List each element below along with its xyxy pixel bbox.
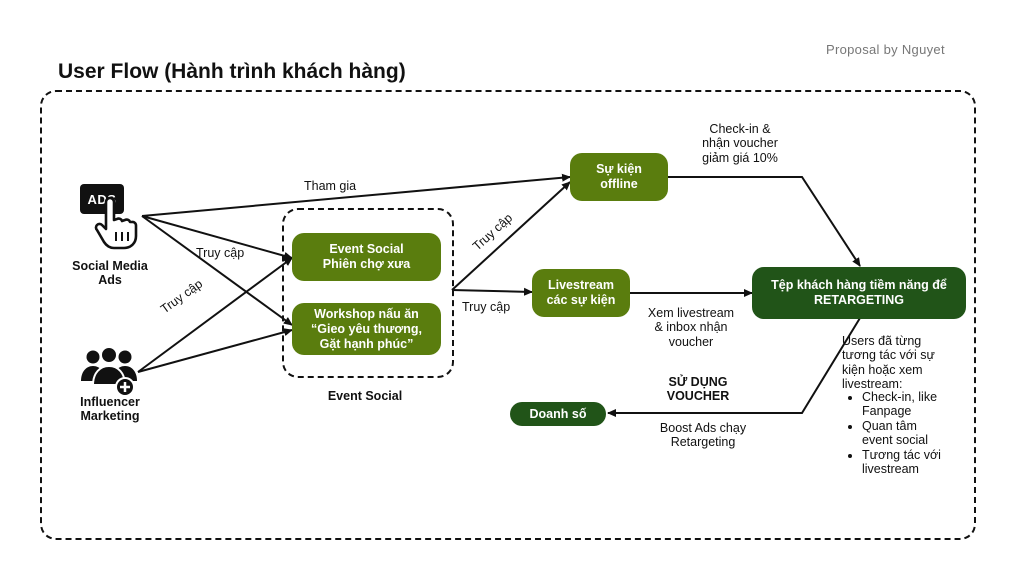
- people-add-icon: [81, 346, 137, 397]
- flow-frame: [40, 90, 976, 540]
- edge-retargeting-to-doanh-so: [607, 317, 861, 417]
- label-tham-gia: Tham gia: [304, 179, 357, 193]
- label-truy-cap-livestream: Truy cập: [462, 300, 511, 314]
- users-note-list: Check-in, like Fanpage Quan tâm event so…: [842, 390, 982, 476]
- node-workshop[interactable]: Workshop nấu ăn “Gieo yêu thương, Gặt hạ…: [292, 303, 441, 355]
- edge-influencer-to-workshop: [137, 328, 293, 373]
- group-label: Event Social: [327, 389, 403, 403]
- page-title: User Flow (Hành trình khách hàng): [58, 60, 406, 83]
- users-note-item: Quan tâm event social: [862, 419, 982, 448]
- node-su-kien-offline[interactable]: Sự kiện offline: [570, 153, 668, 201]
- node-doanh-so[interactable]: Doanh số: [510, 402, 606, 426]
- label-checkin: Check-in & nhận voucher giảm giá 10%: [702, 122, 778, 165]
- ads-click-icon: ADS: [80, 184, 150, 250]
- label-xem-livestream: Xem livestream & inbox nhận voucher: [647, 306, 735, 349]
- influencer-marketing-label: Influencer Marketing: [80, 395, 140, 424]
- hand-pointer-icon: [94, 196, 138, 250]
- users-note-item: Check-in, like Fanpage: [862, 390, 982, 419]
- label-boost-ads: Boost Ads chạy Retargeting: [659, 421, 747, 450]
- edge-ads-to-workshop: [141, 215, 293, 326]
- edge-group-to-livestream: [451, 287, 533, 296]
- proposal-credit: Proposal by Nguyet: [826, 42, 945, 57]
- node-event-social[interactable]: Event Social Phiên chợ xưa: [292, 233, 441, 281]
- users-note-item: Tương tác với livestream: [862, 448, 982, 477]
- edge-ads-to-event-social: [141, 215, 293, 260]
- social-media-ads-label: Social Media Ads: [72, 259, 148, 288]
- edge-influencer-to-event-social: [137, 257, 293, 373]
- label-su-dung-voucher: SỬ DỤNG VOUCHER: [666, 375, 730, 404]
- event-social-group: [282, 208, 454, 378]
- users-note-intro: Users đã từng tương tác với sự kiện hoặc…: [842, 334, 935, 392]
- edge-offline-to-retargeting: [668, 176, 861, 267]
- node-livestream[interactable]: Livestream các sự kiện: [532, 269, 630, 317]
- edge-ads-to-offline: [141, 173, 571, 217]
- label-truy-cap-ads: Truy cập: [196, 246, 245, 260]
- node-tep-khach-hang[interactable]: Tệp khách hàng tiềm năng để RETARGETING: [752, 267, 966, 319]
- edge-group-to-offline: [451, 181, 571, 291]
